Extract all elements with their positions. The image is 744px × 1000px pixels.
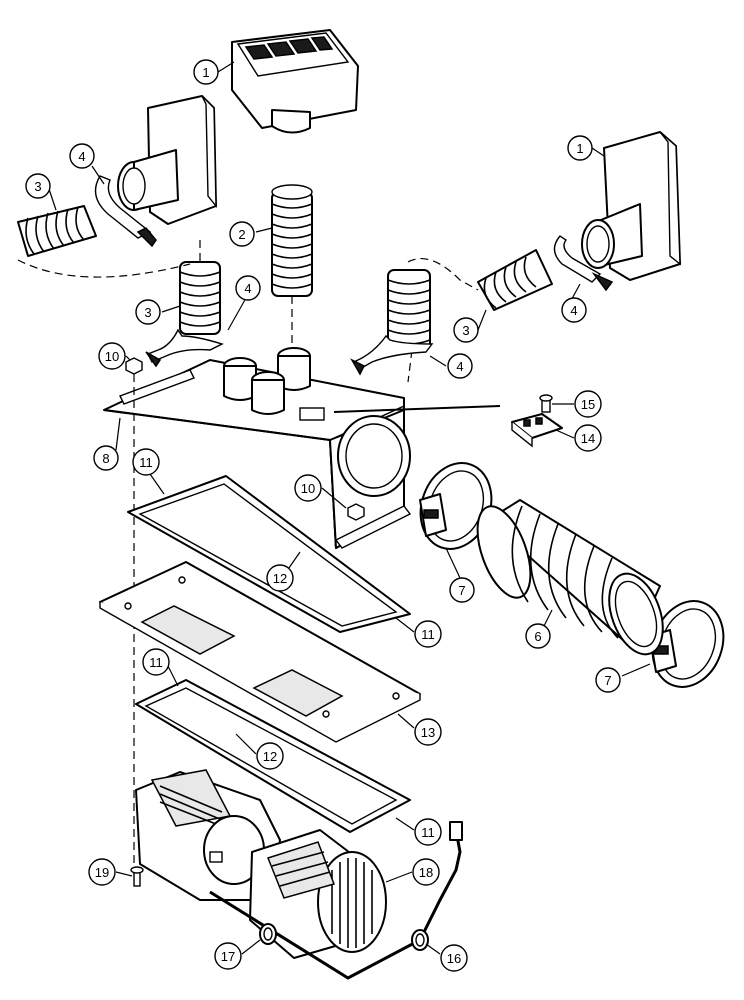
plenum-housing xyxy=(103,347,412,549)
hose-clamp-upper xyxy=(419,462,493,550)
callout-leaders xyxy=(47,61,651,955)
callout-c1a: 1 xyxy=(193,59,219,85)
hose-strap-right-upper xyxy=(553,235,614,292)
callout-label: 4 xyxy=(78,149,85,164)
callout-label: 10 xyxy=(105,349,119,364)
callout-label: 7 xyxy=(604,673,611,688)
hose-right-vertical xyxy=(387,269,431,351)
callout-label: 3 xyxy=(462,323,469,338)
callout-c3c: 3 xyxy=(453,317,479,343)
callout-label: 18 xyxy=(419,865,433,880)
vent-outlet-left xyxy=(117,95,217,225)
callout-label: 11 xyxy=(139,455,153,470)
vent-outlet-right xyxy=(581,131,681,281)
callout-label: 11 xyxy=(421,825,435,840)
callout-label: 12 xyxy=(273,571,287,586)
hose-upper-left xyxy=(17,205,97,257)
callout-label: 17 xyxy=(221,949,235,964)
callout-label: 1 xyxy=(576,141,583,156)
hose-strap-upper-left xyxy=(94,175,157,248)
callout-c3b: 3 xyxy=(135,299,161,325)
callout-label: 12 xyxy=(263,749,277,764)
callout-label: 11 xyxy=(149,655,163,670)
callout-c11c: 11 xyxy=(142,648,170,676)
callout-c7b: 7 xyxy=(595,667,621,693)
callout-label: 19 xyxy=(95,865,109,880)
hose-strap-left-lower xyxy=(145,328,224,368)
callout-label: 8 xyxy=(102,451,109,466)
callout-c4d: 4 xyxy=(561,297,587,323)
hose-right-angled xyxy=(477,249,553,311)
center-hose xyxy=(271,184,313,297)
gasket-upper xyxy=(127,475,411,633)
switch-bracket xyxy=(511,413,563,448)
callout-label: 2 xyxy=(238,227,245,242)
callout-c11a: 11 xyxy=(132,448,160,476)
callout-c4b: 4 xyxy=(235,275,261,301)
callout-c3a: 3 xyxy=(25,173,51,199)
callout-c15: 15 xyxy=(574,390,602,418)
callout-c1b: 1 xyxy=(567,135,593,161)
grommet-17 xyxy=(259,923,277,945)
callout-label: 6 xyxy=(534,629,541,644)
callout-c19: 19 xyxy=(88,858,116,886)
callout-c11b: 11 xyxy=(414,620,442,648)
callout-label: 16 xyxy=(447,951,461,966)
callout-c13: 13 xyxy=(414,718,442,746)
callout-c6: 6 xyxy=(525,623,551,649)
callout-c18: 18 xyxy=(412,858,440,886)
screw-19 xyxy=(130,866,144,887)
callout-c4c: 4 xyxy=(447,353,473,379)
callout-c7a: 7 xyxy=(449,577,475,603)
callout-label: 11 xyxy=(421,627,435,642)
mounting-plate xyxy=(99,561,421,743)
callout-c10a: 10 xyxy=(98,342,126,370)
blower-assembly xyxy=(135,769,387,959)
callout-c14: 14 xyxy=(574,424,602,452)
callout-c16: 16 xyxy=(440,944,468,972)
callout-c2: 2 xyxy=(229,221,255,247)
callout-label: 14 xyxy=(581,431,595,446)
screw-15 xyxy=(539,394,553,413)
callout-label: 15 xyxy=(581,397,595,412)
hose-left-vertical xyxy=(179,261,221,335)
callout-label: 10 xyxy=(301,481,315,496)
callout-c8: 8 xyxy=(93,445,119,471)
callout-c10b: 10 xyxy=(294,474,322,502)
callout-c11d: 11 xyxy=(414,818,442,846)
hose-clamp-lower xyxy=(649,600,725,688)
nut-10-upper xyxy=(125,357,143,375)
callout-label: 3 xyxy=(144,305,151,320)
callout-label: 4 xyxy=(570,303,577,318)
callout-label: 3 xyxy=(34,179,41,194)
vent-outlet-top-center xyxy=(231,29,359,134)
nut-10-lower xyxy=(347,503,365,521)
callout-label: 4 xyxy=(244,281,251,296)
wiring-harness xyxy=(209,821,463,980)
hose-strap-right-lower xyxy=(350,334,434,376)
callout-c4a: 4 xyxy=(69,143,95,169)
callout-label: 13 xyxy=(421,725,435,740)
callout-label: 7 xyxy=(458,583,465,598)
callout-label: 1 xyxy=(202,65,209,80)
flex-duct xyxy=(476,499,664,656)
callout-c12a: 12 xyxy=(266,564,294,592)
callout-label: 4 xyxy=(456,359,463,374)
callout-c17: 17 xyxy=(214,942,242,970)
grommet-16 xyxy=(411,929,429,951)
callout-c12b: 12 xyxy=(256,742,284,770)
